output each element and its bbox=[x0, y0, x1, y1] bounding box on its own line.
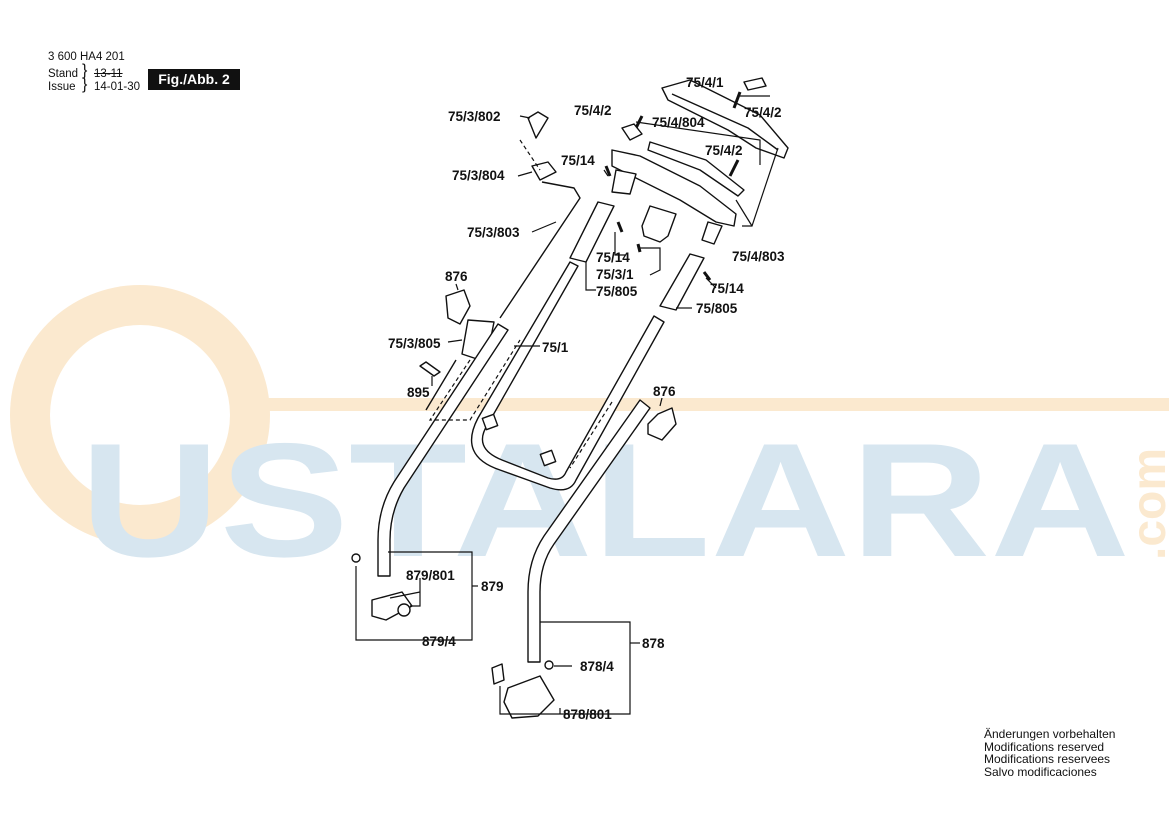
screw-part bbox=[702, 271, 712, 281]
star-knob-part bbox=[647, 407, 677, 441]
main-handle-part bbox=[611, 149, 737, 245]
notice-de: Änderungen vorbehalten bbox=[984, 727, 1116, 741]
end-cap-part bbox=[539, 449, 557, 467]
screw-part bbox=[636, 243, 642, 253]
screw-part bbox=[732, 91, 742, 109]
cable-clamp-part bbox=[531, 161, 557, 181]
stand-label: Stand bbox=[48, 68, 79, 80]
label-75-3-1: 75/3/1 bbox=[596, 267, 634, 282]
bowden-cable-part bbox=[499, 181, 581, 319]
issue-value: 14-01-30 bbox=[94, 81, 141, 93]
label-878-4: 878/4 bbox=[580, 659, 614, 674]
watermark-suffix: .com bbox=[1123, 448, 1169, 560]
pin-part bbox=[419, 361, 441, 377]
switch-lever-part bbox=[621, 123, 643, 141]
stand-brace: } bbox=[82, 62, 88, 79]
screw-part bbox=[544, 660, 554, 670]
label-878: 878 bbox=[642, 636, 665, 651]
label-876: 876 bbox=[445, 269, 468, 284]
label-75-805: 75/805 bbox=[696, 301, 738, 316]
screw-part bbox=[604, 165, 612, 177]
label-879-801: 879/801 bbox=[406, 568, 455, 583]
label-75-4-2: 75/4/2 bbox=[705, 143, 743, 158]
notice-es: Salvo modificaciones bbox=[984, 764, 1097, 779]
label-75-4-804: 75/4/804 bbox=[652, 115, 705, 130]
label-879: 879 bbox=[481, 579, 504, 594]
label-75-1: 75/1 bbox=[542, 340, 569, 355]
label-75-805: 75/805 bbox=[596, 284, 638, 299]
label-75-14: 75/14 bbox=[596, 250, 630, 265]
lower-handle-right-part bbox=[527, 399, 651, 663]
end-cap-part bbox=[481, 413, 499, 431]
stand-value: 13-11 bbox=[94, 68, 123, 80]
label-75-3-804: 75/3/804 bbox=[452, 168, 505, 183]
switch-bar-part bbox=[647, 141, 745, 197]
modification-notice: Änderungen vorbehalten Modifications res… bbox=[984, 728, 1115, 778]
clip-part bbox=[743, 77, 767, 91]
label-75-3-805: 75/3/805 bbox=[388, 336, 441, 351]
cable-end-part bbox=[425, 359, 457, 411]
star-knob-part bbox=[445, 289, 471, 325]
figure-badge: Fig./Abb. 2 bbox=[148, 69, 240, 90]
upper-handle-tube-part bbox=[470, 261, 665, 491]
label-75-3-803: 75/3/803 bbox=[467, 225, 520, 240]
notice-fr: Modifications reservees bbox=[984, 752, 1111, 767]
cable-tip-part bbox=[527, 111, 549, 139]
label-895: 895 bbox=[407, 385, 430, 400]
handle-cover-part bbox=[661, 79, 789, 159]
lower-handle-left-part bbox=[377, 323, 509, 577]
issue-label: Issue bbox=[48, 81, 76, 93]
holder-right-part bbox=[503, 675, 555, 719]
leader-lines bbox=[355, 95, 779, 715]
label-75-4-1: 75/4/1 bbox=[686, 75, 724, 90]
part-labels: 75/4/1 75/4/2 75/4/2 75/4/804 75/4/2 75/… bbox=[388, 75, 785, 722]
label-75-14: 75/14 bbox=[710, 281, 744, 296]
issue-brace: } bbox=[82, 76, 88, 93]
label-879-4: 879/4 bbox=[422, 634, 456, 649]
watermark-text: USTALARA bbox=[80, 410, 1130, 591]
screw-part bbox=[616, 221, 624, 233]
cable-holder-part bbox=[641, 205, 677, 243]
document-number: 3 600 HA4 201 bbox=[48, 51, 125, 63]
label-75-3-802: 75/3/802 bbox=[448, 109, 501, 124]
label-75-14: 75/14 bbox=[561, 153, 595, 168]
label-876: 876 bbox=[653, 384, 676, 399]
sleeve-part bbox=[659, 253, 705, 311]
label-75-4-803: 75/4/803 bbox=[732, 249, 785, 264]
screw-part bbox=[728, 159, 740, 177]
screw-part bbox=[351, 553, 361, 563]
holder-clip-part bbox=[491, 663, 505, 685]
watermark: USTALARA .com bbox=[10, 285, 1169, 591]
label-75-4-2: 75/4/2 bbox=[574, 103, 612, 118]
label-75-4-2: 75/4/2 bbox=[744, 105, 782, 120]
holder-nut-part bbox=[397, 603, 411, 617]
notice-en: Modifications reserved bbox=[984, 739, 1105, 754]
label-878-801: 878/801 bbox=[563, 707, 612, 722]
